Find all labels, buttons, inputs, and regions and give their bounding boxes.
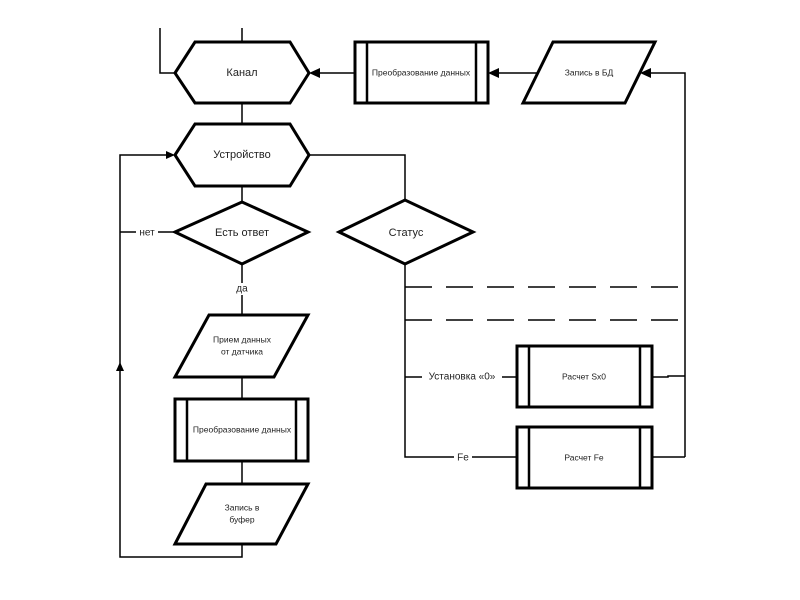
node-transform-left[interactable]: Преобразование данных <box>173 397 310 463</box>
arrowhead-device <box>166 151 175 159</box>
transform-left-box <box>173 397 310 463</box>
node-channel[interactable]: Канал <box>173 40 311 105</box>
connector-sx0-return <box>652 375 685 378</box>
edge-label-yes-bg <box>232 283 252 295</box>
write-buffer-label-line2: буфер <box>229 514 255 524</box>
receive-data-label-line1: Прием данных <box>213 334 272 344</box>
write-db-parallelogram <box>520 40 658 105</box>
status-label: Статус <box>389 227 424 239</box>
device-label: Устройство <box>213 149 271 161</box>
connector-status-trunk <box>404 264 517 458</box>
node-write-db[interactable]: Запись в БД <box>520 40 658 105</box>
device-hexagon <box>173 122 311 188</box>
receive-data-parallelogram <box>172 313 311 379</box>
connector-loop-back <box>119 154 243 558</box>
edge-labels: нет да Установка «0» Fe <box>136 226 502 464</box>
node-has-response[interactable]: Есть ответ <box>171 200 312 266</box>
write-db-label: Запись в БД <box>565 67 614 77</box>
connector-return-writedb <box>650 72 686 457</box>
has-response-diamond <box>171 200 312 266</box>
edge-label-fe: Fe <box>457 453 469 464</box>
calc-sx0-label: Расчет Sx0 <box>562 371 606 381</box>
arrowhead-writedb <box>640 68 651 78</box>
transform-top-label: Преобразование данных <box>372 67 471 77</box>
edge-label-set-zero-bg <box>422 371 502 383</box>
transform-left-label: Преобразование данных <box>193 424 292 434</box>
edge-label-no: нет <box>139 228 155 239</box>
edge-label-set-zero: Установка «0» <box>429 372 496 383</box>
write-buffer-parallelogram <box>172 482 311 546</box>
calc-fe-label: Расчет Fe <box>564 452 604 462</box>
calc-fe-box <box>515 425 654 490</box>
arrowhead-loop-up <box>116 362 124 371</box>
connectors <box>116 28 686 558</box>
node-calc-sx0[interactable]: Расчет Sx0 <box>515 344 654 409</box>
arrowhead-transform-top <box>488 68 499 78</box>
node-write-buffer[interactable]: Запись в буфер <box>172 482 311 546</box>
edge-label-fe-bg <box>454 451 472 463</box>
node-calc-fe[interactable]: Расчет Fe <box>515 425 654 490</box>
edge-label-yes: да <box>236 284 248 295</box>
status-diamond <box>335 198 477 266</box>
calc-sx0-box <box>515 344 654 409</box>
node-receive-data[interactable]: Прием данных от датчика <box>172 313 311 379</box>
write-buffer-label-line1: Запись в <box>225 502 260 512</box>
edge-label-no-bg <box>136 226 158 238</box>
has-response-label: Есть ответ <box>215 227 269 239</box>
node-status[interactable]: Статус <box>335 198 477 266</box>
node-transform-top[interactable]: Преобразование данных <box>353 40 490 105</box>
connector-device-status <box>309 154 406 200</box>
arrowhead-channel <box>309 68 320 78</box>
connector-incoming-channel <box>159 28 175 74</box>
node-device[interactable]: Устройство <box>173 122 311 188</box>
channel-label: Канал <box>226 67 257 79</box>
receive-data-label-line2: от датчика <box>221 346 263 356</box>
transform-top-box <box>353 40 490 105</box>
channel-hexagon <box>173 40 311 105</box>
